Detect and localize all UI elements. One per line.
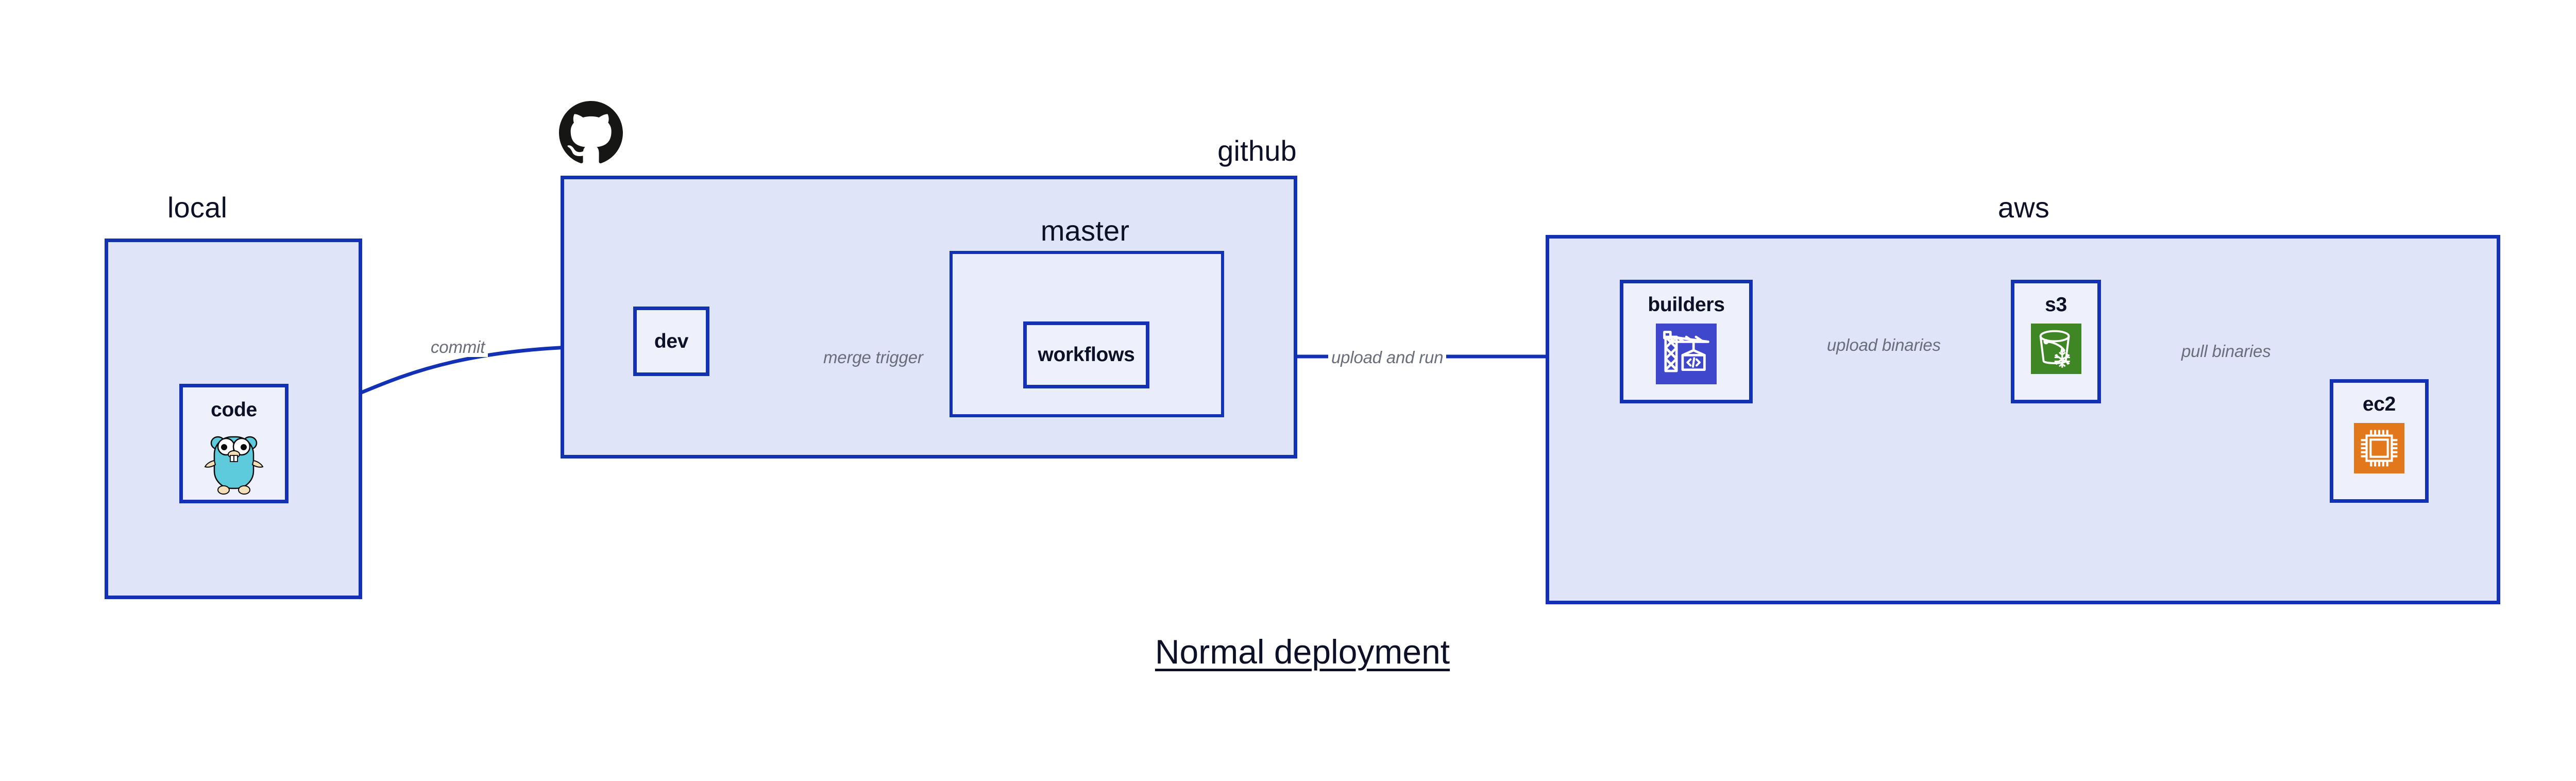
go-gopher-icon (203, 429, 265, 498)
edge-label-commit: commit (428, 337, 488, 357)
node-label-s3: s3 (2045, 294, 2067, 316)
node-workflows[interactable]: workflows (1023, 321, 1149, 388)
node-label-code: code (211, 399, 257, 421)
node-dev[interactable]: dev (633, 307, 709, 376)
node-builders[interactable]: builders (1620, 280, 1753, 403)
edge-label-pull-binaries: pull binaries (2178, 342, 2274, 361)
node-s3[interactable]: s3 (2011, 280, 2101, 403)
aws-codebuild-icon (1656, 324, 1717, 387)
node-ec2[interactable]: ec2 (2330, 379, 2429, 503)
cluster-label-aws: aws (1997, 191, 2050, 224)
edge-label-merge-trigger: merge trigger (820, 348, 926, 367)
cluster-label-master: master (1040, 214, 1130, 247)
node-label-workflows: workflows (1038, 344, 1135, 366)
diagram-title: Normal deployment (1155, 633, 1450, 671)
github-octocat-icon (559, 101, 623, 167)
node-label-dev: dev (654, 330, 689, 352)
edge-label-upload-and-run: upload and run (1328, 348, 1447, 367)
node-label-builders: builders (1648, 294, 1725, 316)
aws-s3-glacier-icon (2030, 324, 2081, 377)
cluster-label-local: local (167, 191, 228, 224)
aws-ec2-icon (2354, 423, 2404, 476)
node-code[interactable]: code (179, 384, 289, 503)
edge-label-upload-binaries: upload binaries (1824, 335, 1944, 355)
cluster-label-github: github (1217, 134, 1297, 167)
node-label-ec2: ec2 (2362, 393, 2396, 415)
